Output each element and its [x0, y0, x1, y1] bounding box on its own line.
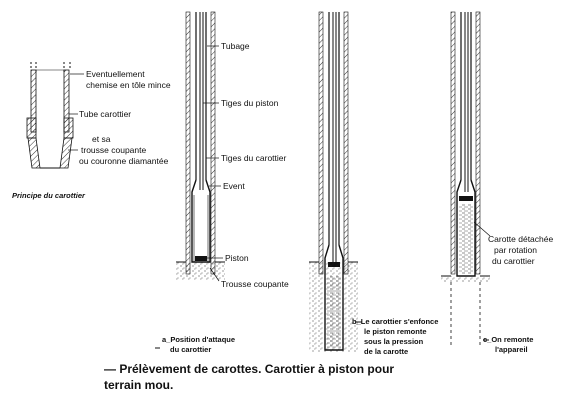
principle-drawing: [26, 62, 84, 169]
stage-b-caption-1: b_Le carottier s'enfonce: [352, 317, 439, 326]
label-carotte-3: du carottier: [492, 256, 535, 266]
label-trousse-coupante: Trousse coupante: [221, 279, 289, 289]
stage-b-drawing: [309, 11, 358, 352]
stage-a-drawing: [176, 11, 225, 282]
label-tubage: Tubage: [221, 41, 250, 51]
principle-label-trousse: trousse coupante: [81, 145, 147, 155]
label-carotte-1: Carotte détachée: [488, 234, 554, 244]
figure-caption: — Prélèvement de carottes. Carottier à p…: [104, 361, 484, 393]
principle-label-eventuellement: Eventuellement: [86, 69, 145, 79]
stage-c-caption-1: c_On remonte: [483, 335, 534, 344]
label-carotte-2: par rotation: [494, 245, 537, 255]
label-tiges-piston: Tiges du piston: [221, 98, 279, 108]
stage-b-caption-2: le piston remonte: [364, 327, 427, 336]
stage-a-caption-2: du carottier: [170, 345, 212, 354]
label-piston: Piston: [225, 253, 249, 263]
stage-c-caption-2: l'appareil: [495, 345, 528, 354]
stage-b-caption-3: sous la pression: [364, 337, 424, 346]
stage-c-drawing: [441, 11, 491, 348]
label-event: Event: [223, 181, 245, 191]
figure-caption-line-2: terrain mou.: [104, 378, 174, 392]
principle-title: Principe du carottier: [12, 191, 85, 200]
principle-label-et-sa: et sa: [92, 134, 111, 144]
principle-label-couronne: ou couronne diamantée: [79, 156, 169, 166]
stage-a-caption-1: a_Position d'attaque: [162, 335, 236, 344]
principle-label-tube: Tube carottier: [79, 109, 132, 119]
figure-caption-line-1: — Prélèvement de carottes. Carottier à p…: [104, 362, 395, 376]
principle-label-chemise: chemise en tôle mince: [86, 80, 171, 90]
stage-b-caption-4: de la carotte: [364, 347, 409, 356]
label-tiges-carottier: Tiges du carottier: [221, 153, 287, 163]
